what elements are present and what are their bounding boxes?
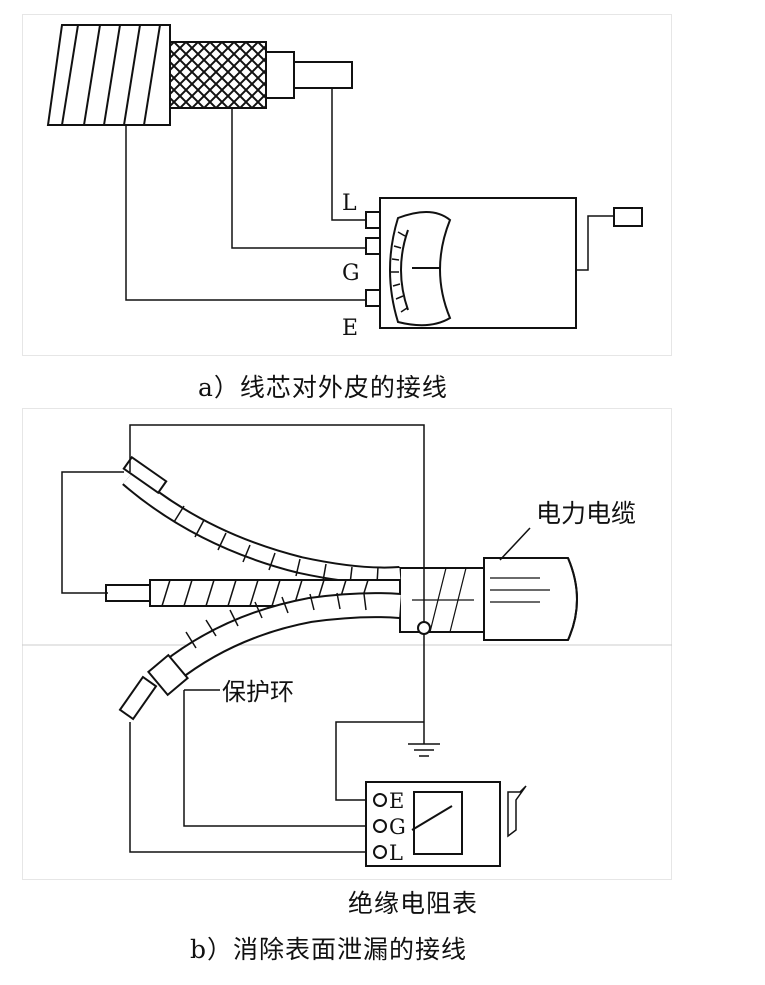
figure-a-panel — [22, 14, 672, 356]
wire-l-b — [129, 722, 372, 853]
collar-stripes — [412, 567, 474, 633]
label-g-a: G — [342, 261, 360, 286]
terminal-g-post — [365, 237, 381, 255]
jacket-lines — [490, 577, 550, 603]
wire-l-a — [331, 88, 366, 221]
cable-end-cut — [567, 557, 578, 641]
wire-short-link — [61, 471, 124, 594]
tape-hatching-middle — [161, 579, 369, 607]
sheath-stripes — [61, 24, 161, 126]
ground-symbol — [408, 743, 440, 757]
label-e-a: E — [342, 316, 358, 341]
insulation-layer — [265, 51, 295, 99]
label-guard-ring: 保护环 — [222, 678, 294, 706]
label-l-a: L — [342, 191, 357, 216]
crank-b — [507, 785, 527, 838]
guard-ring — [146, 653, 190, 697]
core-lower-tip — [118, 675, 158, 721]
core-middle-tip — [105, 584, 151, 602]
meter-window-b — [413, 791, 463, 855]
label-l-b: L — [389, 841, 403, 865]
dial-ticks-a — [391, 231, 408, 313]
label-power-cable: 电力电缆 — [536, 499, 636, 528]
wire-e-a — [125, 125, 366, 301]
wire-top-loop — [129, 424, 425, 622]
tape-hatching-lower — [185, 592, 367, 649]
meter-needle-b — [411, 805, 453, 831]
caption-a: a）线芯对外皮的接线 — [198, 373, 448, 402]
crank-arm-a — [576, 215, 614, 271]
wires-b — [61, 424, 531, 853]
cable-b — [399, 557, 578, 641]
figure-b-panel — [22, 408, 672, 880]
braided-shield — [169, 41, 267, 109]
terminal-g-dot — [373, 819, 387, 833]
cable-jacket-b — [483, 557, 578, 641]
cable-outer-sheath — [46, 24, 171, 126]
terminal-l-post — [365, 211, 381, 229]
dial-scale-a — [400, 229, 409, 311]
wire-g-a — [231, 108, 366, 249]
cable-a — [46, 24, 353, 126]
megger-a — [365, 197, 643, 329]
wires-a — [125, 88, 366, 301]
label-megger: 绝缘电阻表 — [348, 889, 479, 918]
crank-handle-a — [613, 207, 643, 227]
megger-b — [365, 781, 527, 867]
core-upper — [122, 455, 401, 585]
conductor-core — [293, 61, 353, 89]
caption-b: b）消除表面泄漏的接线 — [190, 935, 468, 964]
label-g-b: G — [389, 815, 406, 839]
wire-e-b — [335, 721, 424, 801]
core-lower — [118, 592, 401, 721]
terminal-e-post — [365, 289, 381, 307]
ground-node-b — [417, 621, 431, 635]
terminal-l-dot — [373, 845, 387, 859]
core-upper-tip — [122, 455, 168, 495]
label-e-b: E — [389, 789, 404, 813]
power-cable-leader — [499, 527, 531, 561]
wire-g-b — [183, 690, 372, 827]
terminal-e-dot — [373, 793, 387, 807]
